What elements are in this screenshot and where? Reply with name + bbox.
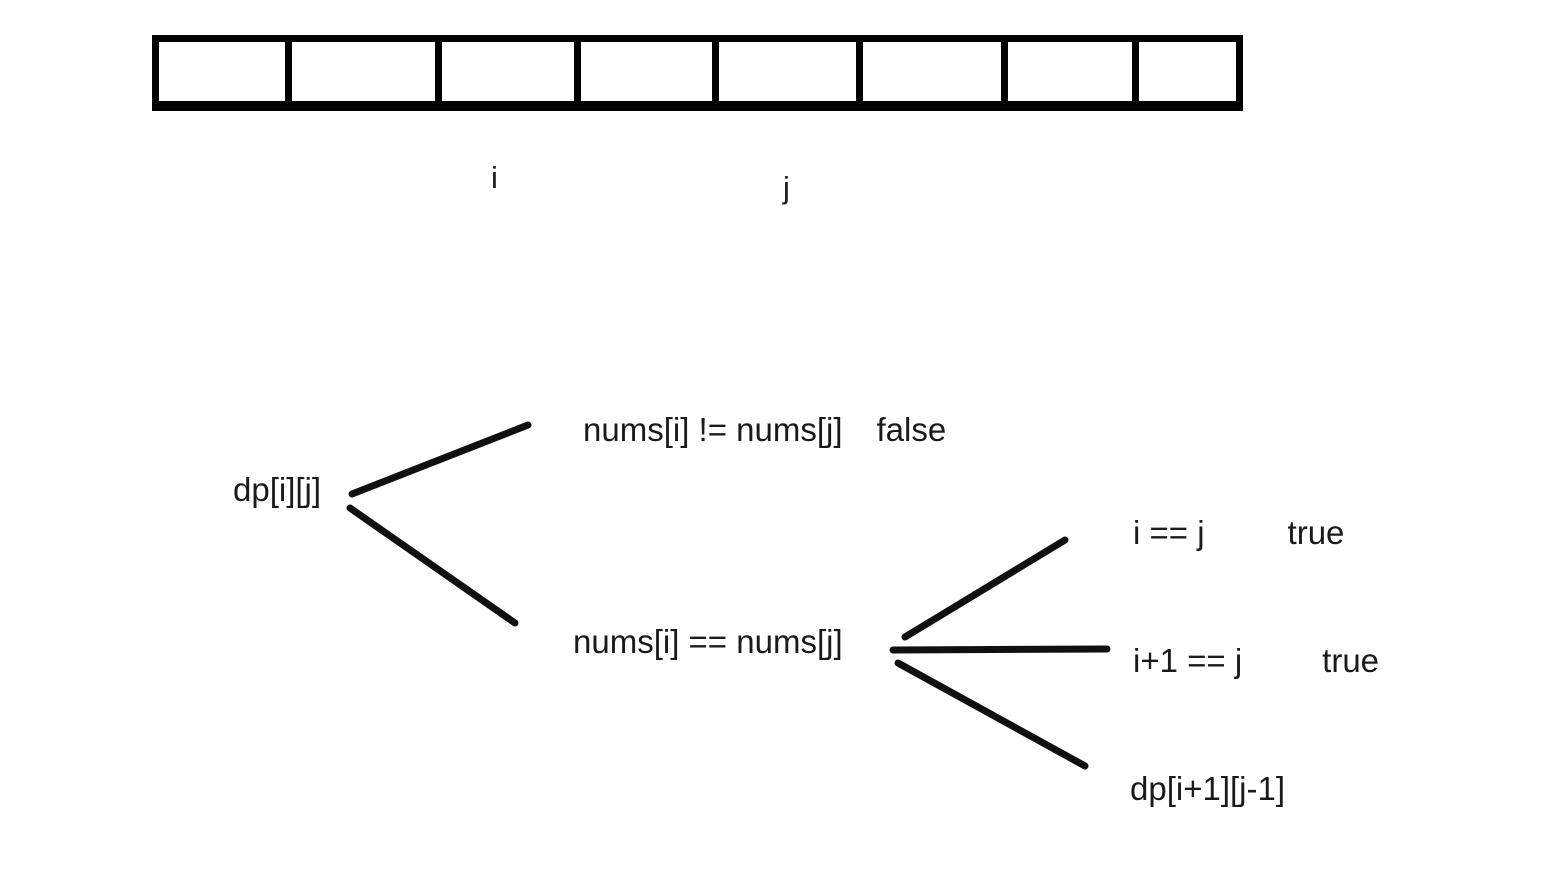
edge-eq-to-case-i1-eq-j [889, 645, 1111, 654]
case-i-eq-j-result: true [1287, 514, 1345, 551]
array-cell-7 [1139, 42, 1237, 101]
case-i-eq-j-condition: i == j [1133, 514, 1205, 551]
branch-eq-node: nums[i] == nums[j] [573, 620, 843, 664]
array-cell-4 [719, 42, 864, 101]
case-i1-eq-j-result: true [1322, 642, 1380, 679]
array-index-label-i: i [491, 160, 498, 195]
array-cell-5 [863, 42, 1008, 101]
array-row [152, 35, 1243, 111]
branch-neq-condition: nums[i] != nums[j] [583, 411, 843, 448]
array-cell-0 [159, 42, 293, 101]
edge-eq-to-case-dp [894, 659, 1089, 770]
array-cell-1 [292, 42, 442, 101]
case-i-eq-j-node: i == j true [1133, 511, 1344, 555]
array-cell-6 [1007, 42, 1140, 101]
tree-root-node: dp[i][j] [233, 468, 321, 512]
edge-eq-to-case-i-eq-j [901, 536, 1069, 641]
edge-root-to-neq [348, 421, 532, 498]
case-i1-eq-j-condition: i+1 == j [1133, 642, 1243, 679]
tree-root-label: dp[i][j] [233, 471, 322, 508]
branch-eq-condition: nums[i] == nums[j] [573, 623, 843, 660]
branch-neq-node: nums[i] != nums[j] false [583, 408, 946, 452]
case-i1-eq-j-node: i+1 == j true [1133, 639, 1379, 683]
edge-root-to-eq [346, 504, 519, 627]
array-cell-3 [580, 42, 720, 101]
branch-neq-result: false [876, 411, 947, 448]
array-cell-2 [441, 42, 581, 101]
case-dp-subproblem-condition: dp[i+1][j-1] [1130, 770, 1286, 807]
case-dp-subproblem-node: dp[i+1][j-1] [1130, 767, 1285, 811]
array-index-label-j: j [783, 170, 790, 205]
